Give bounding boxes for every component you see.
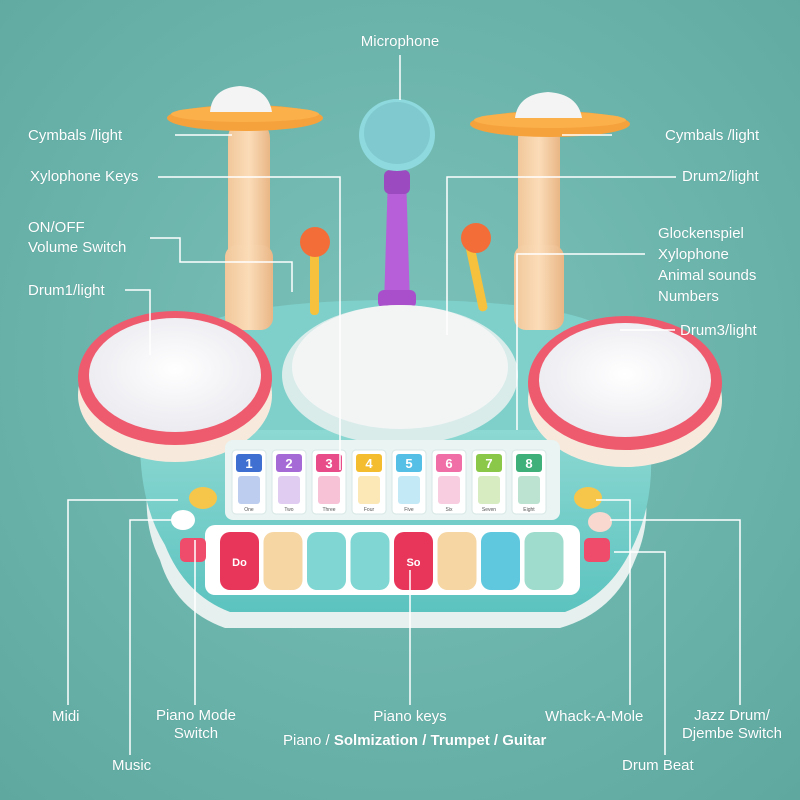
label-animal-sounds: Animal sounds [658, 267, 757, 284]
label-piano-mode: Piano Mode Switch [140, 707, 252, 743]
piano-key [307, 532, 346, 590]
piano-key-label: So [406, 557, 420, 569]
label-piano-mode-line2: Switch [173, 725, 219, 742]
label-jazz-drum: Jazz Drum/ Djembe Switch [672, 707, 792, 743]
label-glockenspiel-group: Glockenspiel Xylophone Animal sounds Num… [658, 223, 756, 307]
xylophone-key-number: 3 [325, 456, 332, 471]
drum-3 [528, 316, 722, 467]
xylophone-key-word: Seven [482, 507, 496, 513]
label-drum2: Drum2/light [682, 168, 759, 185]
cymbal-left [167, 86, 323, 330]
label-jazz-line1: Jazz Drum/ [694, 707, 770, 724]
microphone-stand [359, 99, 435, 308]
piano-key [263, 532, 303, 590]
piano-key: So [394, 532, 433, 590]
piano-panel [205, 525, 580, 595]
cymbal-right [470, 92, 630, 330]
side-buttons [171, 487, 612, 562]
piano-key [437, 532, 477, 590]
piano-key [481, 532, 520, 590]
label-drum1: Drum1/light [28, 282, 105, 299]
xylophone-key-word: Five [404, 507, 414, 513]
xylophone-key-word: Six [446, 507, 453, 513]
xylophone-key-word: Two [284, 507, 293, 513]
xylophone-key-word: One [244, 507, 254, 513]
label-piano-keys: Piano keys [373, 708, 447, 725]
label-on-off: ON/OFF Volume Switch [28, 218, 126, 258]
xylophone-key-number: 1 [245, 456, 252, 471]
label-cymbals-left: Cymbals /light [28, 127, 123, 144]
leader-lines [67, 55, 741, 755]
label-numbers: Numbers [658, 288, 719, 305]
label-music: Music [112, 757, 152, 774]
label-on-off-line1: ON/OFF [28, 219, 85, 236]
drum-sticks [300, 223, 491, 315]
label-jazz-line2: Djembe Switch [681, 725, 783, 742]
xylophone-key-number: 7 [485, 456, 492, 471]
piano-key: Do [220, 532, 259, 590]
label-piano-modes: Piano / Solmization / Trumpet / Guitar [283, 731, 546, 751]
xylophone-key-number: 5 [405, 456, 412, 471]
label-drum3: Drum3/light [680, 322, 757, 339]
drum-1 [78, 311, 272, 462]
label-whack-a-mole: Whack-A-Mole [545, 708, 644, 725]
piano-key-label: Do [232, 557, 247, 569]
label-microphone: Microphone [360, 33, 440, 50]
xylophone-key-word: Three [322, 507, 335, 513]
drum-2 [282, 305, 518, 445]
xylophone-key-number: 4 [365, 456, 373, 471]
label-piano-mode-line1: Piano Mode [155, 707, 237, 724]
xylophone-key-number: 8 [525, 456, 532, 471]
xylophone-key-word: Four [364, 507, 375, 513]
label-piano-modes-b: Solmization / Trumpet / Guitar [333, 732, 547, 749]
label-xylophone-keys: Xylophone Keys [30, 168, 139, 185]
label-drum-beat: Drum Beat [622, 757, 694, 774]
xylophone-key-word: Eight [523, 507, 535, 513]
label-midi: Midi [52, 708, 80, 725]
label-piano-modes-a: Piano / [283, 732, 334, 749]
label-on-off-line2: Volume Switch [28, 239, 127, 256]
piano-key [524, 532, 564, 590]
piano-key [350, 532, 390, 590]
piano-keys: Do So [220, 532, 564, 590]
label-cymbals-right: Cymbals /light [665, 127, 760, 144]
label-glockenspiel: Glockenspiel [658, 225, 744, 242]
xylophone-key-number: 2 [285, 456, 292, 471]
label-xylophone: Xylophone [658, 246, 729, 263]
xylophone-key-number: 6 [445, 456, 452, 471]
